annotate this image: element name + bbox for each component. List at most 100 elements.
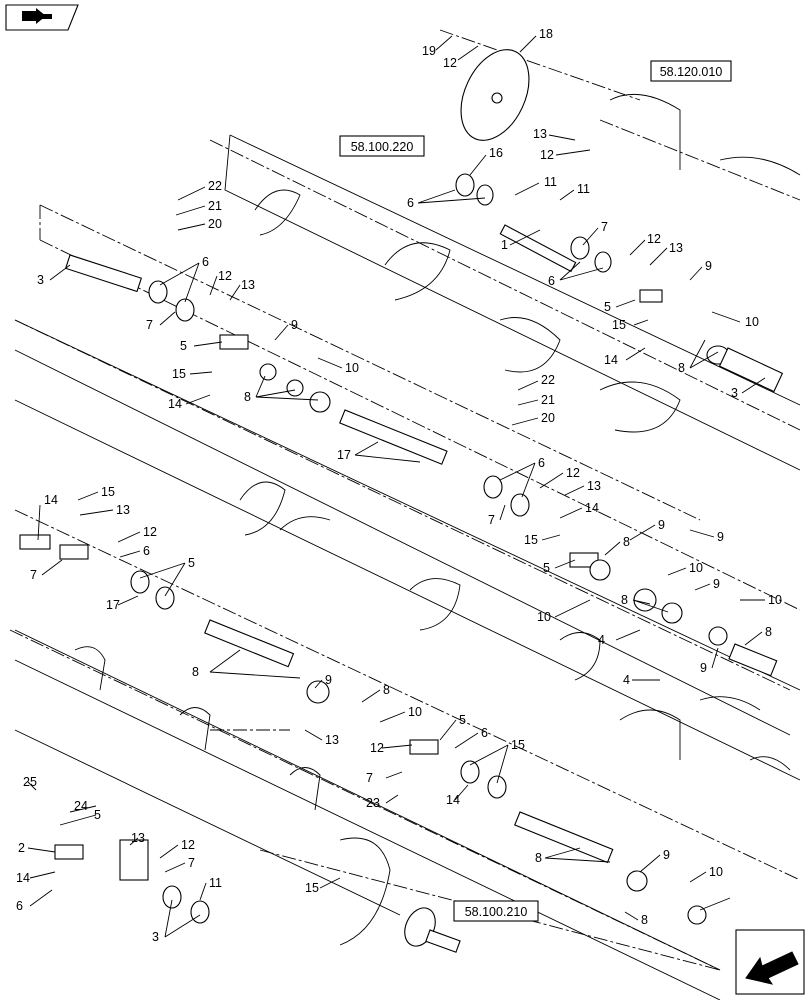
callout-label: 12 [218, 269, 232, 283]
callout-label: 2 [18, 841, 25, 855]
reference-box-58-100-210[interactable]: 58.100.210 [453, 900, 539, 922]
callout-label: 5 [604, 300, 611, 314]
callout-label: 14 [604, 353, 618, 367]
callout-label: 6 [481, 726, 488, 740]
callout-label: 8 [383, 683, 390, 697]
callout-label: 8 [192, 665, 199, 679]
upper-shaft-assembly [455, 49, 784, 393]
callout-label: 8 [621, 593, 628, 607]
callout-label: 6 [407, 196, 414, 210]
callout-label: 15 [524, 533, 538, 547]
callout-label: 4 [623, 673, 630, 687]
callout-label: 13 [587, 479, 601, 493]
callout-label: 12 [647, 232, 661, 246]
callout-label: 21 [541, 393, 555, 407]
callout-label: 12 [370, 741, 384, 755]
callout-label: 8 [678, 361, 685, 375]
reference-box-58-100-220[interactable]: 58.100.220 [339, 135, 425, 157]
callout-label: 14 [446, 793, 460, 807]
auger-trough-middle [14, 319, 801, 781]
callout-label: 3 [731, 386, 738, 400]
callout-label: 6 [16, 899, 23, 913]
callout-label: 7 [146, 318, 153, 332]
callout-label: 9 [705, 259, 712, 273]
previous-page-arrow-icon[interactable] [735, 929, 805, 995]
callout-label: 5 [180, 339, 187, 353]
reference-label: 58.100.210 [465, 905, 528, 919]
callout-label: 7 [601, 220, 608, 234]
callout-label: 6 [548, 274, 555, 288]
housing-outline [9, 29, 801, 971]
callout-label: 8 [641, 913, 648, 927]
callout-label: 6 [143, 544, 150, 558]
callout-label: 6 [538, 456, 545, 470]
callout-label: 15 [511, 738, 525, 752]
callout-label: 15 [101, 485, 115, 499]
callout-label: 4 [598, 633, 605, 647]
callout-label: 11 [544, 175, 557, 189]
callout-label: 9 [713, 577, 720, 591]
auger-trough-upper [224, 93, 801, 471]
left-shaft-assembly [64, 254, 530, 517]
callout-label: 5 [94, 808, 101, 822]
callout-label: 22 [208, 179, 222, 193]
callout-label: 1 [501, 238, 508, 252]
reference-label: 58.120.010 [660, 65, 723, 79]
callout-label: 17 [337, 448, 351, 462]
callout-label: 7 [188, 856, 195, 870]
callout-label: 9 [325, 673, 332, 687]
auger-trough-lower [14, 629, 791, 1000]
callout-label: 8 [765, 625, 772, 639]
callout-label: 11 [577, 182, 590, 196]
callout-label: 19 [422, 44, 436, 58]
callout-label: 15 [172, 367, 186, 381]
callout-label: 8 [244, 390, 251, 404]
callout-label: 8 [535, 851, 542, 865]
callout-label: 12 [566, 466, 580, 480]
callout-label: 9 [291, 318, 298, 332]
callout-label: 14 [585, 501, 599, 515]
callout-label: 10 [345, 361, 359, 375]
callout-label: 3 [152, 930, 159, 944]
callout-label: 14 [44, 493, 58, 507]
callout-label: 12 [443, 56, 457, 70]
reference-label: 58.100.220 [351, 140, 414, 154]
callout-label: 23 [366, 796, 380, 810]
callout-leaders [27, 35, 766, 938]
callout-label: 6 [202, 255, 209, 269]
assembly-arrow-icon[interactable] [5, 4, 79, 31]
callout-label: 12 [540, 148, 554, 162]
right-shaft-assembly [569, 552, 778, 677]
callout-label: 5 [188, 556, 195, 570]
callout-label: 16 [489, 146, 503, 160]
callout-label: 8 [623, 535, 630, 549]
callout-label: 5 [459, 713, 466, 727]
callout-label: 13 [131, 831, 145, 845]
lower-left-shaft-assembly [54, 839, 461, 953]
callout-label: 20 [541, 411, 555, 425]
callout-label: 24 [74, 799, 88, 813]
callout-label: 7 [488, 513, 495, 527]
callout-label: 14 [16, 871, 30, 885]
callout-label: 25 [23, 775, 37, 789]
callout-label: 18 [539, 27, 553, 41]
callout-label: 10 [768, 593, 782, 607]
callout-label: 13 [533, 127, 547, 141]
callout-numbers: 19 12 18 13 12 16 11 11 6 1 7 12 13 9 6 … [16, 27, 782, 944]
callout-label: 13 [241, 278, 255, 292]
callout-label: 15 [612, 318, 626, 332]
callout-label: 3 [37, 273, 44, 287]
callout-label: 14 [168, 397, 182, 411]
callout-label: 21 [208, 199, 222, 213]
callout-label: 10 [408, 705, 422, 719]
callout-label: 10 [689, 561, 703, 575]
reference-box-58-120-010[interactable]: 58.120.010 [650, 60, 732, 82]
callout-label: 9 [663, 848, 670, 862]
middle-shaft-assembly [19, 534, 707, 925]
callout-label: 13 [669, 241, 683, 255]
callout-label: 7 [366, 771, 373, 785]
callout-label: 11 [209, 876, 222, 890]
callout-label: 20 [208, 217, 222, 231]
callout-label: 13 [116, 503, 130, 517]
